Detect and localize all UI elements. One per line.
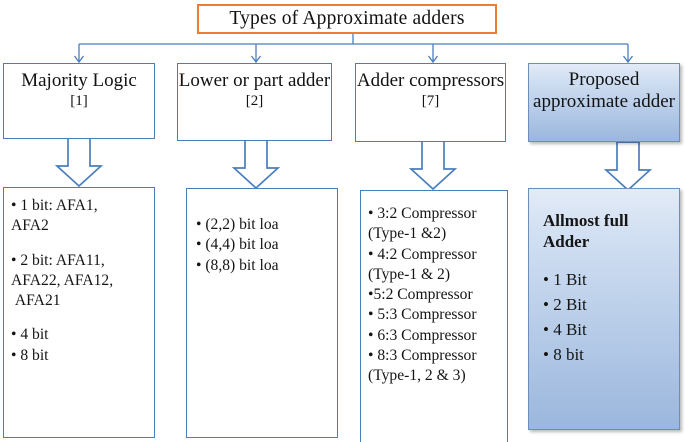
- list-item: (Type-1, 2 & 3): [368, 367, 466, 385]
- list-item: • 8 bit: [543, 344, 584, 364]
- item-list-adder-compressors: • 3:2 Compressor (Type-1 &2) • 4:2 Compr…: [368, 204, 501, 386]
- header-label-majority-logic: Majority Logic: [21, 70, 137, 91]
- content-box-lower-part-adder[interactable]: • (2,2) bit loa • (4,4) bit loa • (8,8) …: [186, 188, 338, 438]
- list-item: • 2 bit: AFA11,: [11, 251, 105, 269]
- list-item: • (4,4) bit loa: [196, 236, 279, 254]
- list-item: • 5:3 Compressor: [368, 306, 477, 324]
- header-reference-majority-logic: [1]: [70, 93, 88, 110]
- item-list-proposed-approximate-adder: • 1 Bit • 2 Bit • 4 Bit • 8 bit: [543, 268, 669, 367]
- header-label-adder-compressors: Adder compressors: [356, 70, 505, 91]
- list-item: • 4 Bit: [543, 320, 587, 340]
- header-label-proposed-approximate-adder: Proposed approximate adder: [533, 69, 675, 113]
- list-item: • 6:3 Compressor: [368, 326, 477, 344]
- list-item: •5:2 Compressor: [368, 286, 473, 304]
- list-item: AFA22, AFA12,: [11, 271, 114, 289]
- header-box-adder-compressors[interactable]: Adder compressors [7]: [355, 63, 506, 142]
- list-item: • 2 Bit: [543, 295, 587, 315]
- list-item: • 3:2 Compressor: [368, 205, 477, 222]
- list-item: • (8,8) bit loa: [196, 256, 279, 274]
- list-item: (Type-1 &2): [368, 225, 447, 243]
- header-reference-adder-compressors: [7]: [421, 93, 440, 110]
- list-item: • 1 Bit: [543, 270, 587, 290]
- list-item: AFA2: [11, 217, 49, 235]
- item-list-majority-logic: • 1 bit: AFA1, AFA2 • 2 bit: AFA11, AFA2…: [11, 196, 148, 366]
- list-spacer: [11, 237, 148, 251]
- list-item: • 4 bit: [11, 326, 49, 344]
- header-reference-lower-part-adder: [2]: [245, 93, 264, 110]
- list-item: • 8 bit: [11, 346, 49, 364]
- list-item: • 8:3 Compressor: [368, 346, 477, 364]
- content-box-majority-logic[interactable]: • 1 bit: AFA1, AFA2 • 2 bit: AFA11, AFA2…: [3, 187, 155, 438]
- header-label-lower-part-adder: Lower or part adder: [178, 70, 331, 91]
- list-item: • 4:2 Compressor: [368, 245, 477, 263]
- content-heading-allmost-full-adder: Allmost full Adder: [543, 211, 629, 251]
- list-spacer: [11, 311, 148, 325]
- content-box-proposed-approximate-adder[interactable]: Allmost full Adder • 1 Bit • 2 Bit • 4 B…: [528, 188, 680, 430]
- content-box-adder-compressors[interactable]: • 3:2 Compressor (Type-1 &2) • 4:2 Compr…: [360, 190, 508, 442]
- list-item: (Type-1 & 2): [368, 265, 451, 283]
- list-item: AFA21: [11, 292, 61, 310]
- diagram-title-box: Types of Approximate adders: [197, 4, 497, 34]
- header-box-lower-part-adder[interactable]: Lower or part adder [2]: [177, 63, 332, 141]
- item-list-lower-part-adder: • (2,2) bit loa • (4,4) bit loa • (8,8) …: [196, 215, 331, 276]
- list-item: • (2,2) bit loa: [196, 216, 279, 233]
- list-item: • 1 bit: AFA1,: [11, 197, 98, 214]
- header-box-majority-logic[interactable]: Majority Logic [1]: [3, 63, 155, 139]
- header-box-proposed-approximate-adder[interactable]: Proposed approximate adder: [528, 63, 680, 142]
- diagram-title: Types of Approximate adders: [229, 8, 465, 29]
